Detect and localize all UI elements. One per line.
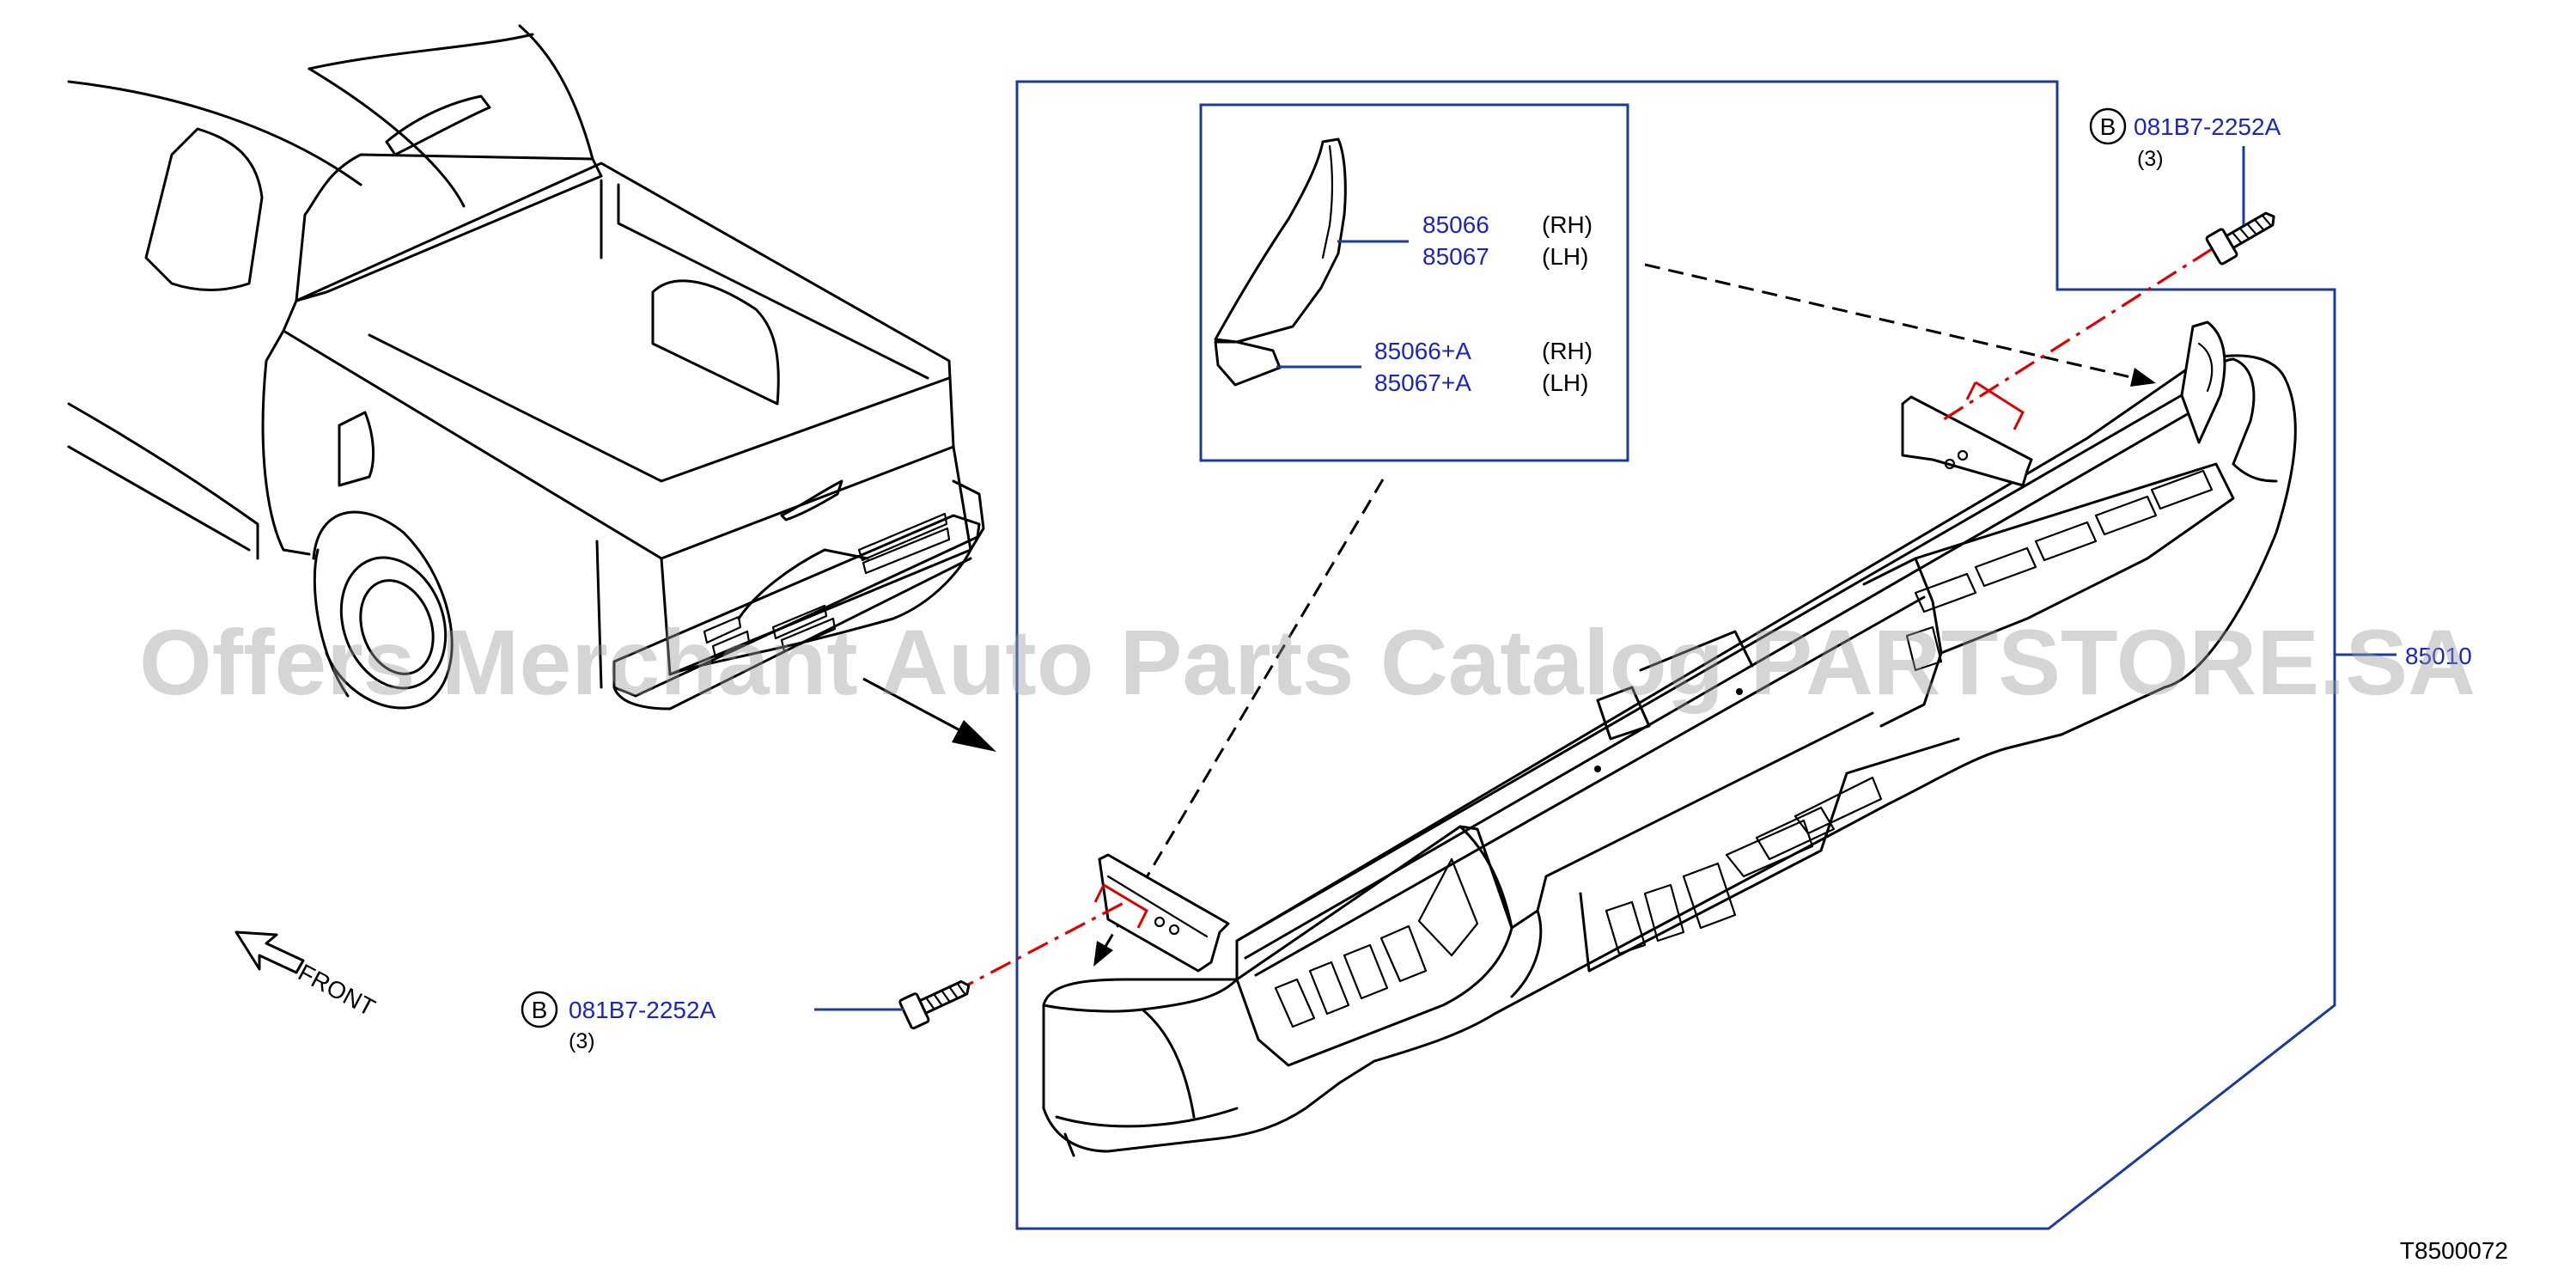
front-direction-arrow-icon [234,930,305,974]
inset-detail-box [1199,103,1629,462]
side-lh-label-1: (LH) [1542,243,1588,270]
callout-badge-circle [521,991,558,1028]
bumper-end-cap-illustration [1214,137,1347,387]
side-rh-label-1: (RH) [1542,211,1592,238]
alignment-line-top [1940,247,2213,423]
inset-to-left-cap-dashed [1102,479,1385,950]
alignment-line-bottom [953,900,1126,994]
part-number-85067-a[interactable]: 85067+A [1374,369,1471,396]
watermark-text: Offers Merchant Auto Parts Catalog PARTS… [139,610,2476,714]
left-step-ribs [1274,857,1479,1028]
part-number-85066-a[interactable]: 85066+A [1374,338,1471,364]
bolt-bottom-callout[interactable]: B 081B7-2252A (3) [521,991,716,1053]
assembly-frame [1015,80,2336,1230]
right-step-ribs [1914,469,2214,613]
quantity-label-top: (3) [2137,147,2164,171]
bolt-top-icon [2205,211,2275,265]
bolt-top-callout[interactable]: B 081B7-2252A (3) [2089,107,2281,171]
alignment-bracket-top [1965,381,2025,430]
part-number-85066[interactable]: 85066 [1422,211,1489,238]
callout-badge-letter: B [2100,113,2116,140]
quantity-label-bottom: (3) [569,1029,595,1053]
part-number-081b7-2252a-bottom[interactable]: 081B7-2252A [569,997,716,1023]
view-arrow [862,677,996,752]
part-number-85067[interactable]: 85067 [1422,243,1489,270]
inset-to-right-cap-dashed [1644,263,2135,380]
alignment-bracket-bottom [1093,883,1148,929]
callout-badge-circle [2089,107,2127,145]
center-step-ribs [1605,776,1883,955]
side-lh-label-2: (LH) [1542,369,1588,396]
rear-bumper-illustration [1042,320,2297,1157]
part-number-85010[interactable]: 85010 [2405,643,2472,669]
side-rh-label-2: (RH) [1542,338,1592,364]
part-number-081b7-2252a-top[interactable]: 081B7-2252A [2134,113,2281,140]
front-label: FRONT [294,959,380,1022]
callout-badge-letter: B [532,997,548,1023]
diagram-code: T8500072 [2400,1237,2508,1264]
bolt-bottom-icon [898,979,971,1030]
truck-illustration [67,24,985,711]
